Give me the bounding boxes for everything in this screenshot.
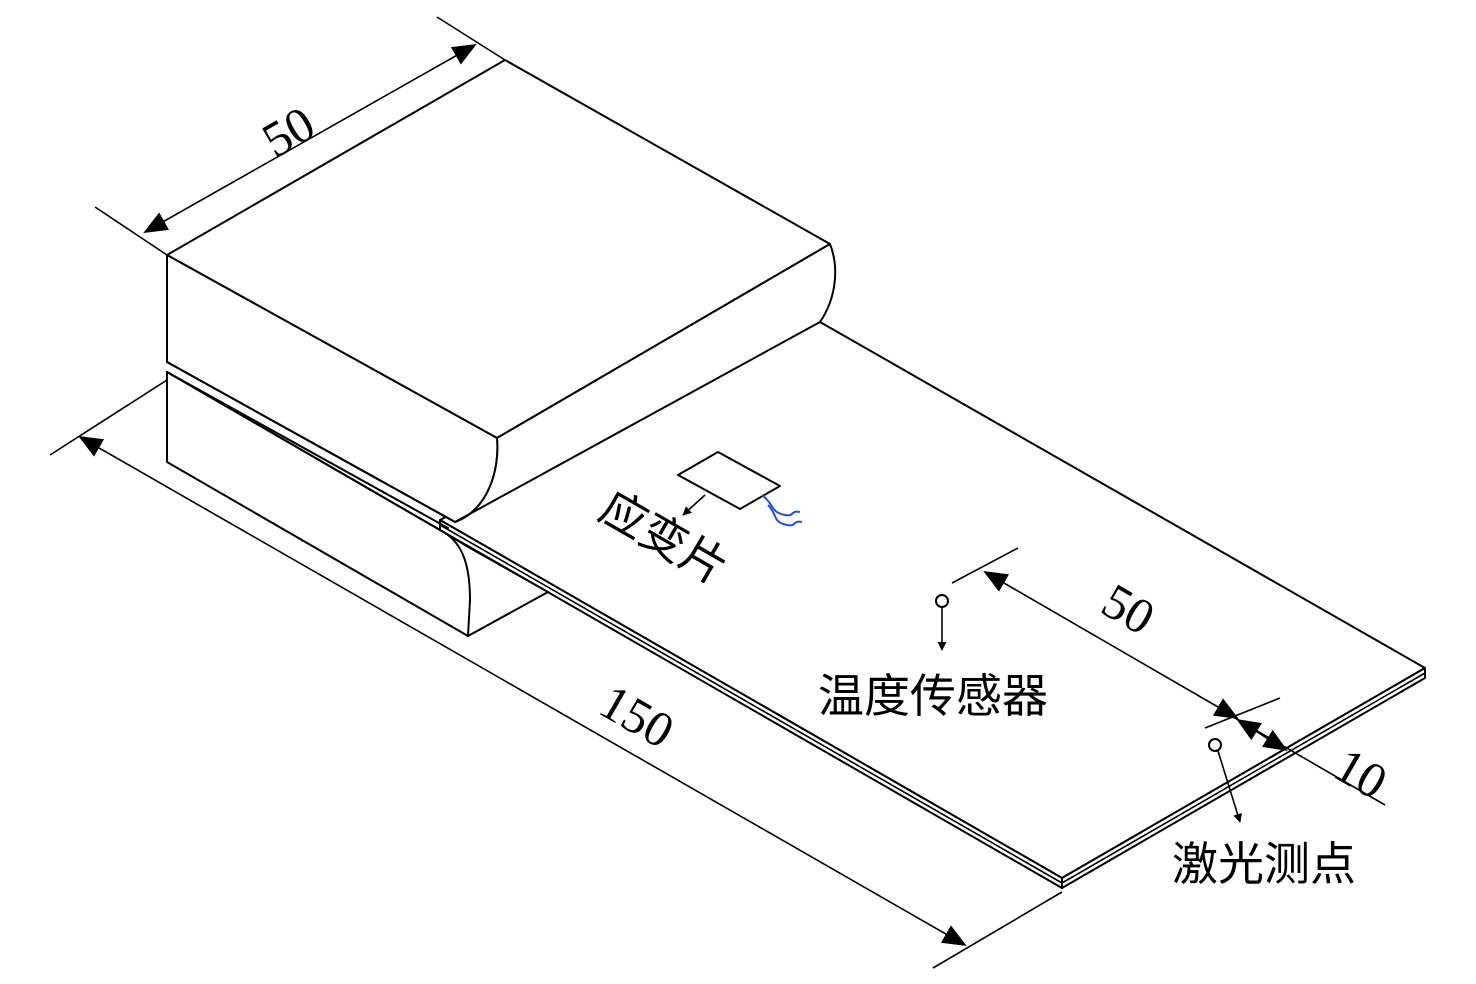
temperature-sensor-label: 温度传感器	[818, 669, 1048, 723]
ext-line-length-start	[49, 379, 168, 456]
laser-point-label: 激光测点	[1172, 837, 1356, 891]
laser-point: 激光测点	[1172, 738, 1356, 891]
ext-line-left	[94, 206, 168, 256]
laser-point-marker	[1208, 738, 1222, 752]
dim-line-length	[78, 436, 967, 946]
ext-line-length-end	[932, 891, 1063, 969]
dim-length-value: 150	[591, 673, 684, 759]
ext-line-top	[436, 16, 506, 61]
dim-clamp-width-value: 50	[253, 95, 324, 168]
laser-point-leader-arrow	[1217, 750, 1242, 823]
temperature-sensor-point	[935, 594, 949, 608]
dim-offset-value: 10	[1325, 737, 1396, 810]
dim-line-spacing	[983, 570, 1239, 720]
ext-line-spacing-end	[1204, 697, 1281, 729]
dim-line-offset	[1236, 718, 1288, 752]
dim-line-clamp-width	[143, 44, 477, 233]
ext-line-spacing-start	[951, 547, 1019, 584]
